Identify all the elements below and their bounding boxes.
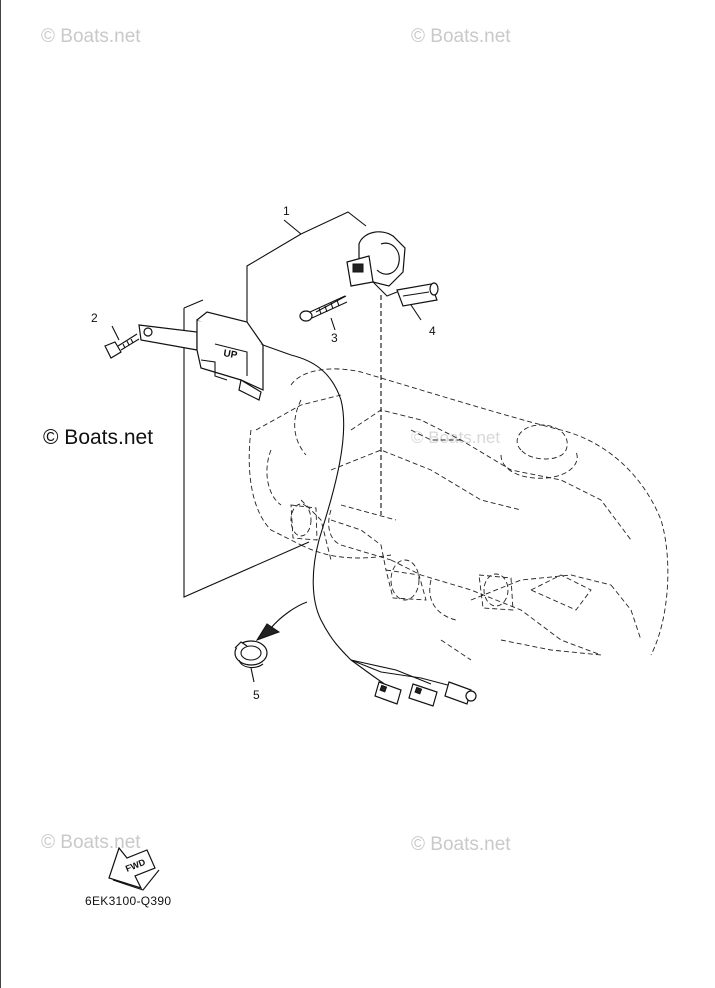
callout-3: 3 <box>331 331 338 345</box>
wire-harness <box>350 659 477 707</box>
callout-2: 2 <box>91 311 98 325</box>
callout-4: 4 <box>429 324 436 338</box>
watermark-bottom-right: © Boats.net <box>411 834 511 855</box>
part-1-sensor-holder <box>346 231 406 297</box>
part-1-trim-sensor <box>138 311 352 661</box>
watermark-top-left: © Boats.net <box>41 26 141 47</box>
assembly-arrow <box>255 601 308 641</box>
watermark-main: © Boats.net <box>43 426 154 449</box>
sensor-up-label: UP <box>222 348 238 361</box>
part-4-plate <box>396 282 439 307</box>
part-3-screw <box>299 295 348 322</box>
engine-bracket-outline <box>248 368 669 661</box>
watermark-bottom-left: © Boats.net <box>41 832 141 853</box>
assembly-guide-lines <box>111 211 422 683</box>
part-5-clamp <box>234 640 268 669</box>
callout-5: 5 <box>253 688 260 702</box>
connector-3 <box>444 681 477 705</box>
watermark-top-right: © Boats.net <box>411 26 511 47</box>
part-2-bolt <box>104 333 140 359</box>
fwd-direction-arrow <box>108 846 160 891</box>
callout-1: 1 <box>283 204 290 218</box>
diagram-code: 6EK3100-Q390 <box>85 894 172 908</box>
connector-1 <box>374 681 402 705</box>
connector-2 <box>408 683 438 707</box>
